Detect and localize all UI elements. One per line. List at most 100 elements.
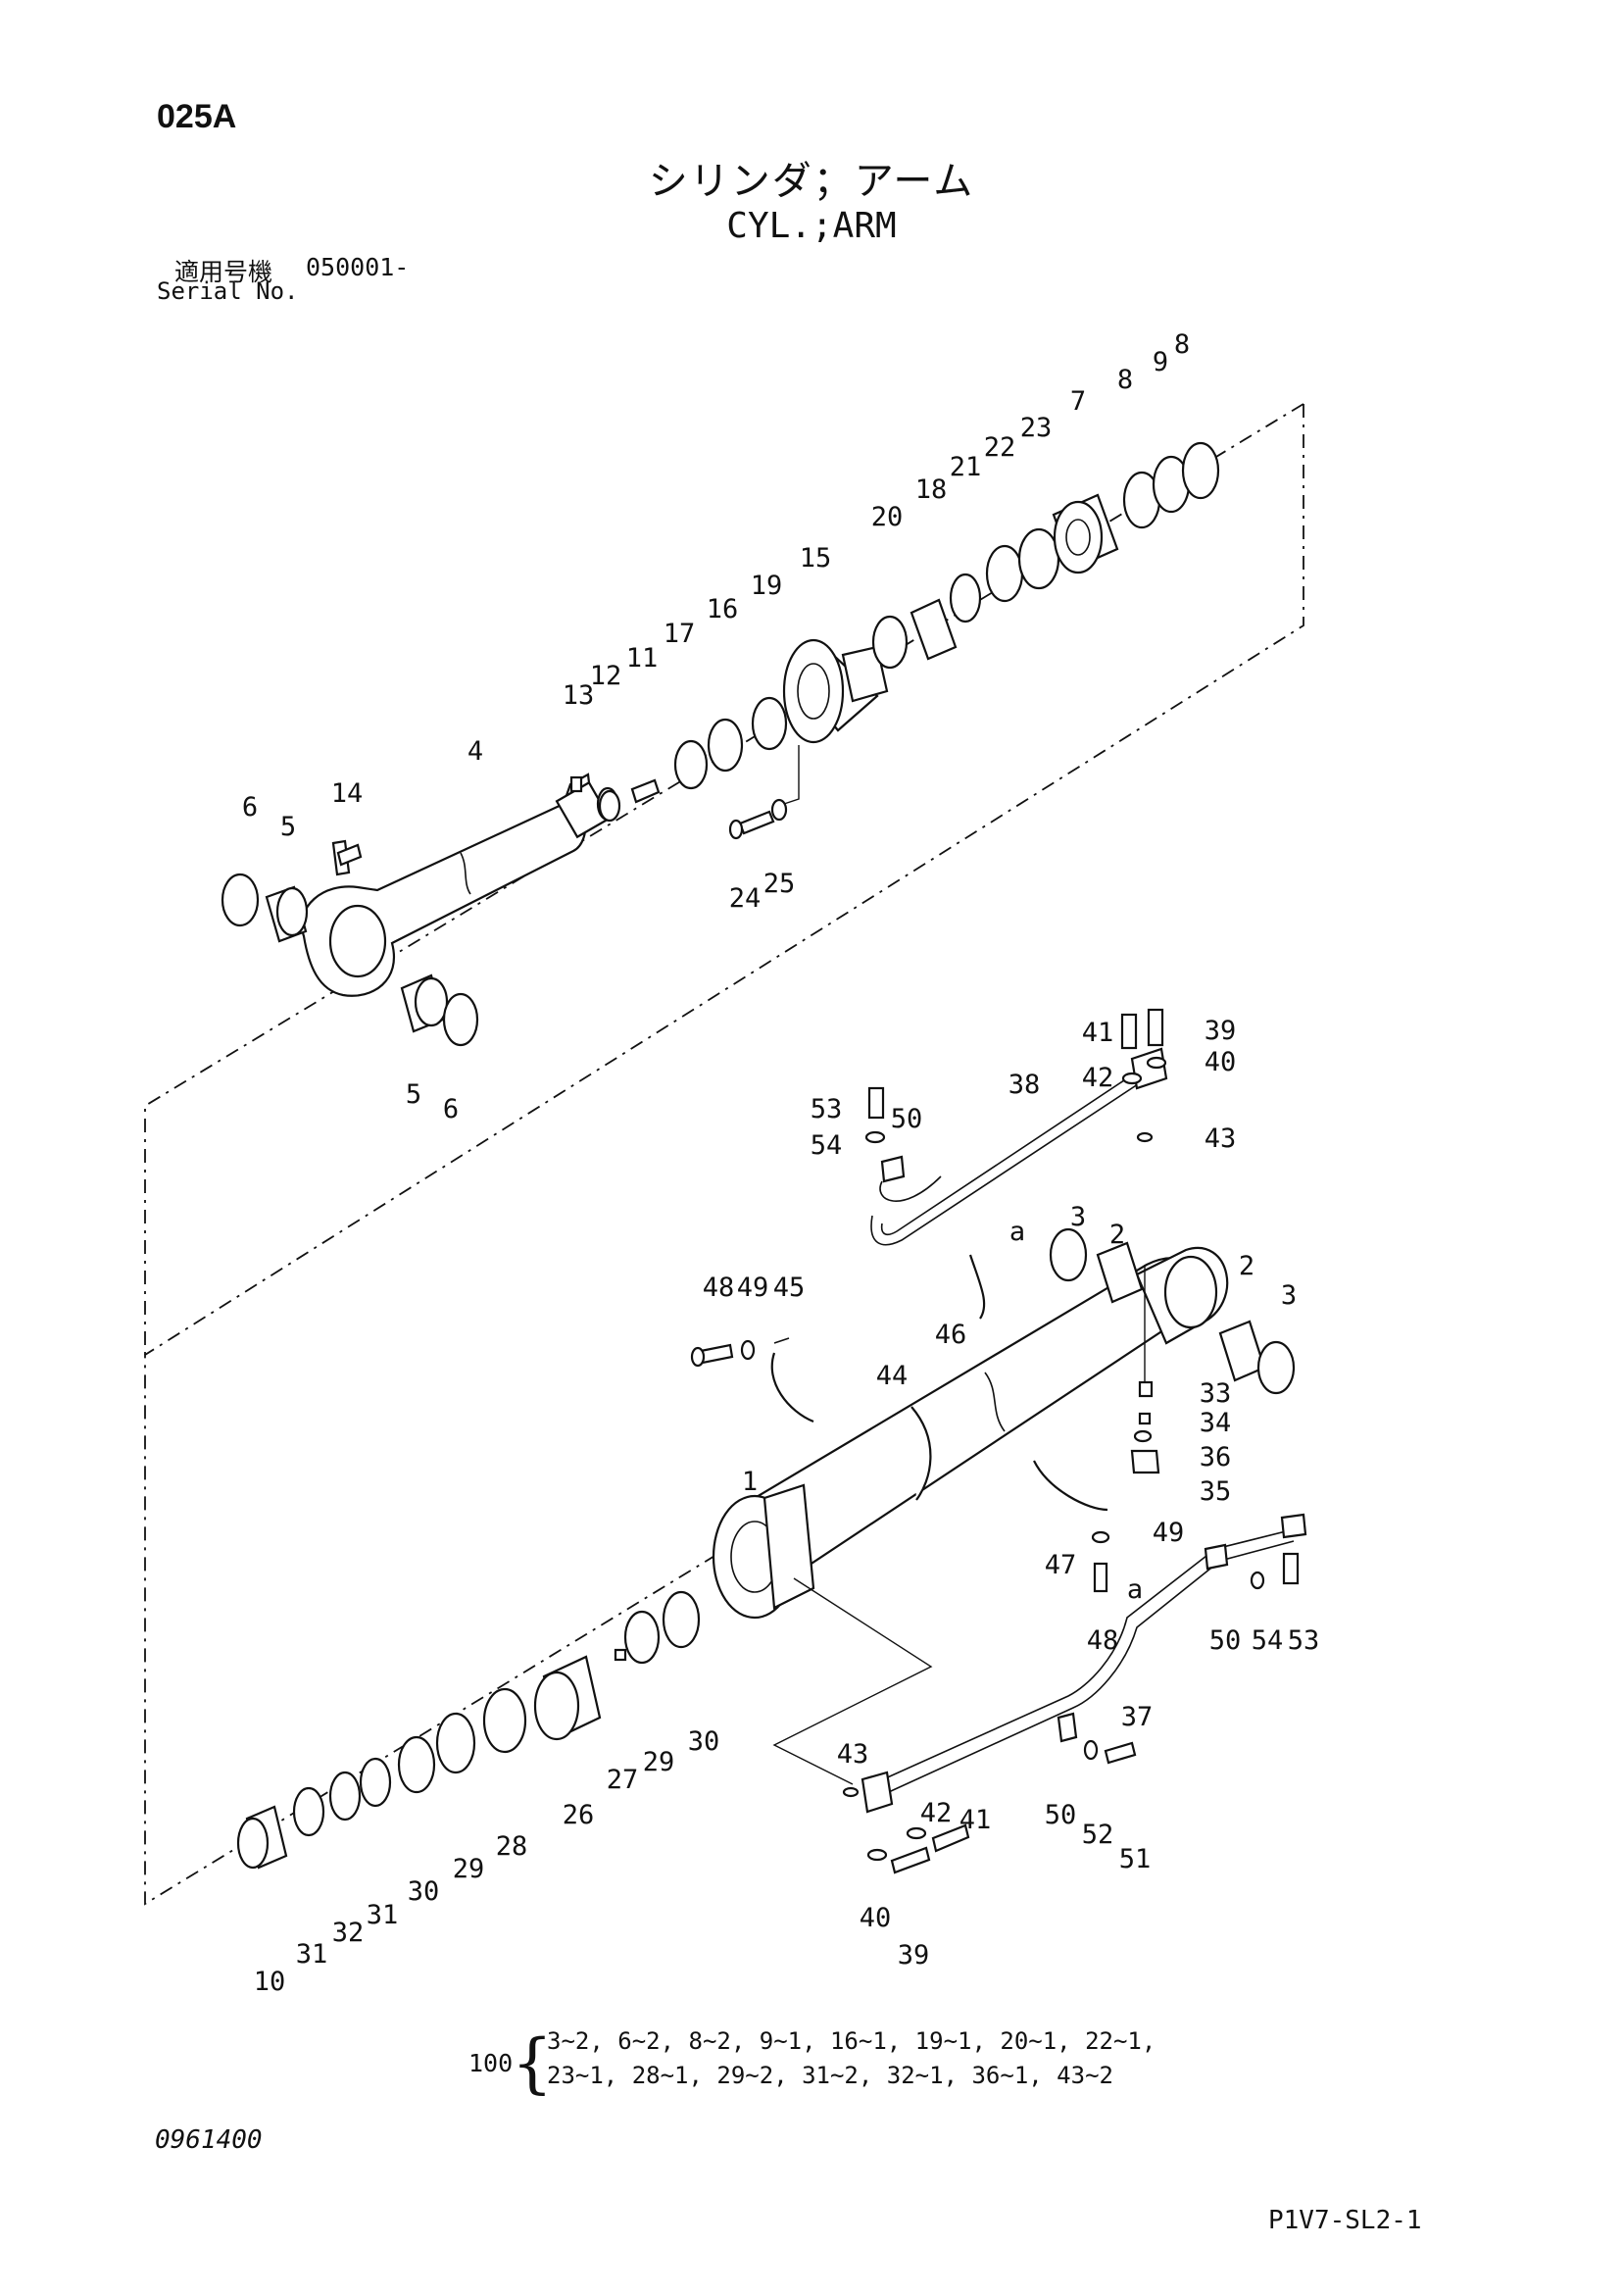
callout-47: 47 (1045, 1550, 1077, 1580)
plug-35 (1130, 1449, 1160, 1474)
callout-2-right: 2 (1239, 1251, 1254, 1281)
callout-53-right: 53 (1288, 1625, 1320, 1656)
callout-1: 1 (742, 1467, 758, 1497)
callout-2-left: 2 (1109, 1220, 1125, 1250)
washer-49-right (1091, 1530, 1110, 1544)
callout-46: 46 (935, 1320, 967, 1350)
callout-19: 19 (751, 571, 783, 601)
callout-50-bottom: 50 (1045, 1800, 1077, 1830)
washer-49-top (740, 1339, 756, 1361)
ring-31-a (359, 1757, 392, 1808)
bolt-53-right (1282, 1552, 1300, 1585)
callout-53-top: 53 (811, 1094, 843, 1124)
callout-33: 33 (1200, 1378, 1232, 1409)
callout-41-top: 41 (1082, 1018, 1114, 1048)
callout-49-top: 49 (737, 1273, 769, 1303)
callout-a-bottom: a (1127, 1574, 1143, 1605)
serial-label-japanese: 適用号機 (174, 258, 273, 286)
callout-14: 14 (331, 778, 364, 809)
clamp-47 (1033, 1460, 1108, 1512)
bracket-50-bottom (1057, 1712, 1078, 1743)
oring-36 (1133, 1429, 1153, 1443)
callout-21: 21 (950, 452, 982, 482)
callout-11: 11 (626, 643, 659, 674)
sheet-code: P1V7-SL2-1 (1268, 2206, 1422, 2235)
callout-43-bottom: 43 (837, 1739, 869, 1770)
ring-8-b (1181, 441, 1220, 500)
seal-kit-number: 100 (468, 2049, 514, 2077)
callout-38: 38 (1008, 1070, 1041, 1100)
callout-40-bottom: 40 (860, 1903, 892, 1933)
callout-15: 15 (800, 543, 832, 574)
seal-kit-line-1: 3~2, 6~2, 8~2, 9~1, 16~1, 19~1, 20~1, 22… (547, 2027, 1156, 2055)
callout-13: 13 (563, 680, 595, 711)
callout-17: 17 (664, 619, 696, 649)
title-japanese: シリンダ；アーム (648, 159, 975, 204)
callout-8a: 8 (1174, 329, 1190, 360)
seal-3-right (1256, 1340, 1296, 1395)
washer-54-right (1250, 1571, 1265, 1590)
bolt-39-bottom (890, 1846, 931, 1874)
callout-3-left: 3 (1070, 1202, 1086, 1232)
washer-40-bottom (866, 1848, 888, 1862)
callout-31-a: 31 (367, 1900, 399, 1930)
callout-24: 24 (729, 883, 762, 914)
callout-54-right: 54 (1252, 1625, 1284, 1656)
callout-36: 36 (1200, 1442, 1232, 1472)
oring-34 (1138, 1412, 1152, 1425)
callout-29-top: 29 (643, 1747, 675, 1777)
seal-28 (482, 1687, 527, 1754)
callout-40-top: 40 (1205, 1047, 1237, 1077)
seal-20 (871, 615, 909, 670)
callout-12: 12 (590, 661, 622, 691)
bolt-51 (1104, 1741, 1137, 1765)
callout-31-b: 31 (296, 1939, 328, 1970)
callout-29-bottom: 29 (453, 1854, 485, 1884)
callout-48-top: 48 (703, 1273, 735, 1303)
seal-6-right (442, 992, 479, 1047)
bolt-41-top (1120, 1013, 1138, 1050)
callout-a-top: a (1009, 1217, 1025, 1247)
bushing-2-left (1096, 1241, 1144, 1304)
washer-25 (770, 798, 788, 822)
view-boundary (144, 403, 1304, 1906)
bushing-18 (910, 598, 958, 661)
callout-30-bottom: 30 (408, 1876, 440, 1907)
callout-23: 23 (1020, 413, 1053, 443)
callout-35: 35 (1200, 1476, 1232, 1507)
callout-9: 9 (1153, 347, 1168, 377)
callout-20: 20 (871, 502, 904, 532)
flange-37 (861, 1771, 894, 1814)
callout-30-top: 30 (688, 1726, 720, 1757)
ring-32 (328, 1771, 362, 1822)
ring-17 (673, 739, 709, 790)
clamp-44 (910, 1406, 932, 1501)
clamp-46 (968, 1254, 986, 1320)
setscrew-13 (569, 775, 583, 793)
callout-50-top: 50 (891, 1104, 923, 1134)
callout-51: 51 (1119, 1844, 1152, 1874)
ring-29-top (623, 1610, 661, 1665)
callout-10: 10 (254, 1967, 286, 1997)
bolt-53-top (867, 1086, 885, 1120)
tube-assembly (236, 1008, 1307, 1874)
callout-42-top: 42 (1082, 1063, 1114, 1093)
piston-7 (1053, 500, 1104, 574)
callout-18: 18 (915, 474, 948, 505)
callout-5-top: 5 (280, 812, 296, 842)
washer-42-bottom (906, 1826, 927, 1840)
serial-label-english: Serial No. (157, 277, 299, 305)
callout-26: 26 (563, 1800, 595, 1830)
seal-kit-line-2: 23~1, 28~1, 29~2, 31~2, 32~1, 36~1, 43~2 (547, 2062, 1113, 2089)
callout-41-bottom: 41 (959, 1805, 992, 1835)
rod-assembly (221, 441, 1220, 1047)
callout-labels: 8 9 8 7 23 22 21 18 20 15 19 16 17 11 12… (242, 329, 1319, 1997)
callout-22: 22 (984, 432, 1016, 463)
serial-number-value: 050001- (306, 253, 410, 281)
washer-54-top (864, 1130, 886, 1144)
callout-6-bottom: 6 (443, 1094, 459, 1124)
callout-7: 7 (1070, 386, 1086, 417)
pin-11 (630, 778, 661, 804)
callout-6-top: 6 (242, 792, 258, 823)
title-english: CYL.;ARM (726, 206, 897, 246)
